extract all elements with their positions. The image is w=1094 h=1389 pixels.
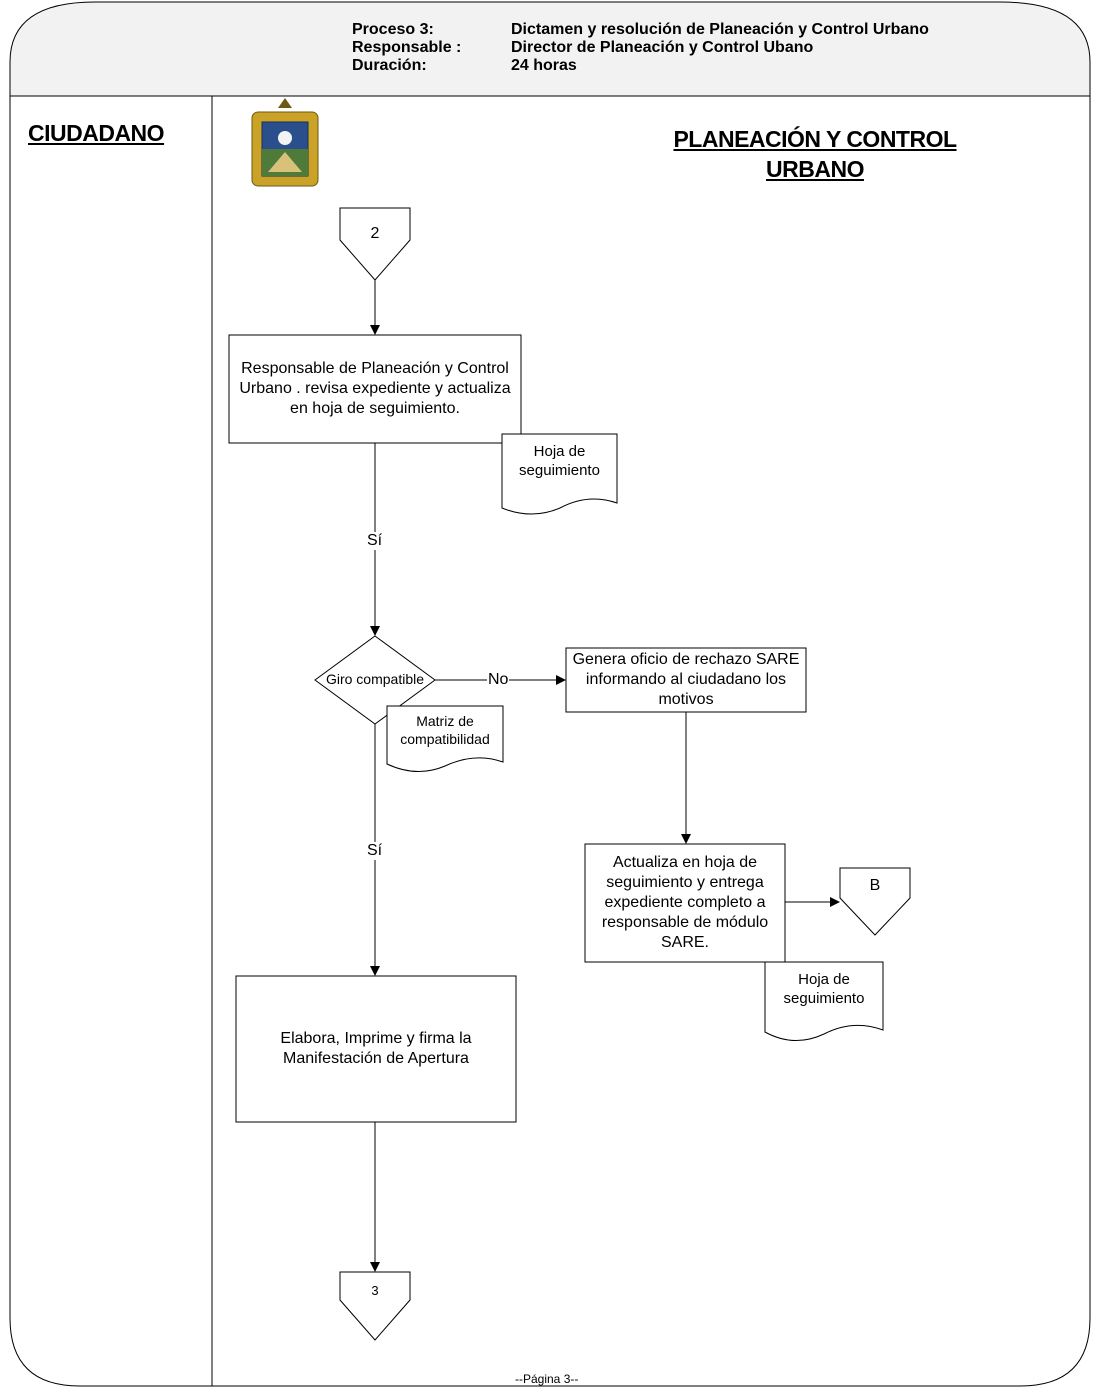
decision-text: Giro compatible bbox=[325, 671, 425, 687]
doc-hoja-2-text: Hoja de seguimiento bbox=[783, 971, 865, 1007]
doc-matriz-shape bbox=[386, 705, 504, 772]
duracion-value: 24 horas bbox=[511, 57, 577, 74]
proceso-label: Proceso 3: bbox=[352, 21, 434, 38]
duracion-label: Duración: bbox=[352, 57, 427, 74]
page-border bbox=[9, 96, 1091, 1387]
responsable-label: Responsable : bbox=[352, 39, 462, 56]
step-review-shape bbox=[228, 334, 522, 444]
connector-out-label: 3 bbox=[371, 1283, 379, 1298]
connector-out-shape bbox=[339, 1271, 411, 1341]
edge-label-no: No bbox=[487, 671, 510, 689]
step-elabora-shape bbox=[235, 975, 517, 1123]
edge-label-si-2: Sí bbox=[366, 842, 384, 860]
doc-hoja-2-shape bbox=[764, 961, 884, 1041]
edge-label-si-1: Sí bbox=[366, 532, 384, 550]
doc-matriz-text: Matriz de compatibilidad bbox=[400, 713, 490, 747]
responsable-value: Director de Planeación y Control Ubano bbox=[511, 39, 814, 56]
doc-hoja-1-text: Hoja de seguimiento bbox=[519, 443, 600, 479]
step-reject-text: Genera oficio de rechazo SARE informando… bbox=[572, 651, 800, 708]
lane-planeacion-title-line2: URBANO bbox=[766, 156, 864, 182]
connector-in-label: 2 bbox=[370, 225, 380, 242]
page-number-footer: --Página 3-- bbox=[515, 1372, 579, 1386]
connector-b-label: B bbox=[869, 877, 881, 894]
step-update-text: Actualiza en hoja de seguimiento y entre… bbox=[601, 854, 769, 951]
proceso-value: Dictamen y resolución de Planeación y Co… bbox=[511, 21, 929, 38]
step-elabora-text: Elabora, Imprime y firma la Manifestació… bbox=[280, 1030, 472, 1067]
step-review-text: Responsable de Planeación y Control Urba… bbox=[239, 360, 511, 417]
municipal-seal-logo bbox=[251, 98, 319, 187]
header-band bbox=[9, 1, 1091, 97]
step-reject-shape bbox=[565, 647, 807, 713]
connector-in-shape bbox=[339, 207, 411, 281]
lane-planeacion-title-line1: PLANEACIÓN Y CONTROL bbox=[673, 126, 957, 152]
step-update-shape bbox=[584, 843, 786, 963]
doc-hoja-1-shape bbox=[501, 433, 618, 515]
connector-b-shape bbox=[839, 867, 911, 936]
lane-ciudadano-title: CIUDADANO bbox=[28, 120, 165, 146]
